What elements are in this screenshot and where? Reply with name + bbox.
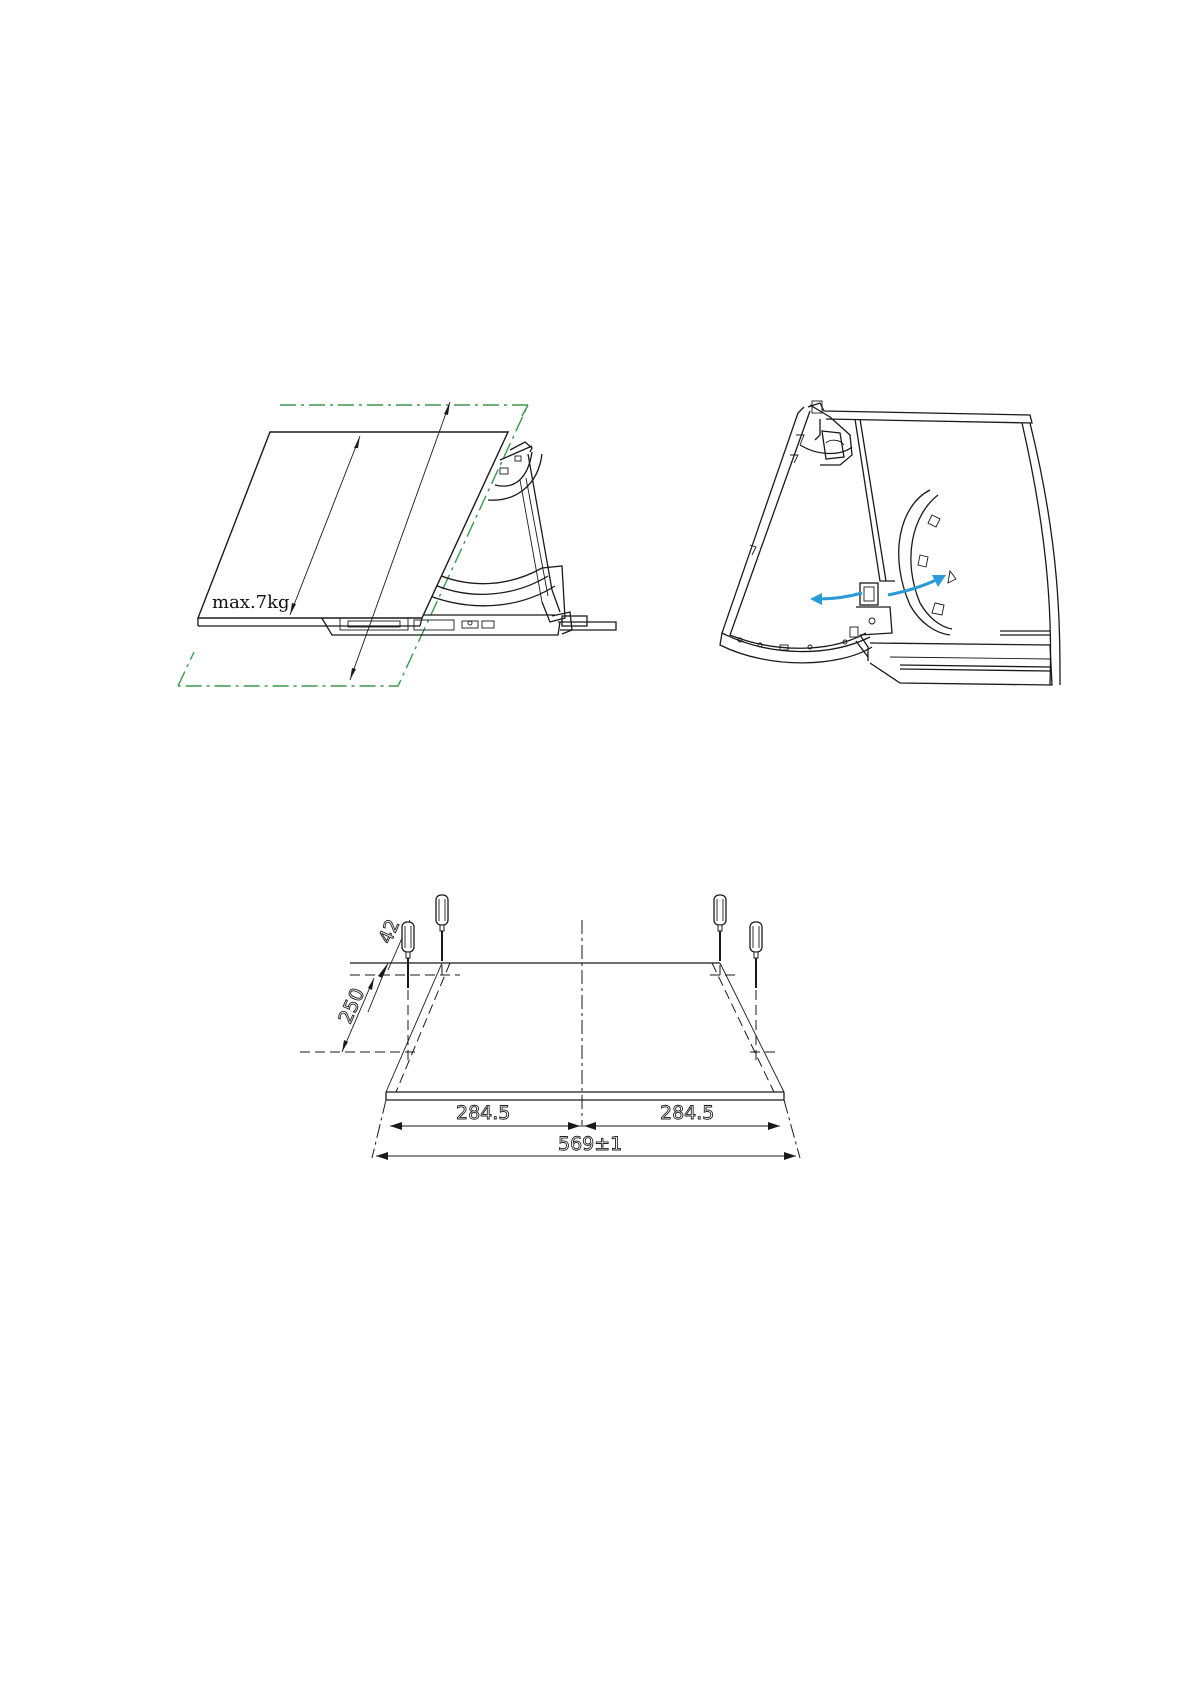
dim-half-right-label: 284.5: [660, 1102, 714, 1124]
door-weight-figure: max.7kg: [170, 390, 640, 710]
hood-side-frame: [808, 401, 1060, 685]
mounting-dimensions-figure: 42 250 284.5 284.5 569±1: [310, 900, 910, 1270]
screwdriver-icon: [436, 895, 448, 961]
mount-panel-outline: [350, 963, 784, 1100]
max-weight-label: max.7kg: [212, 592, 290, 613]
hinge-bottom-detail: [850, 583, 1052, 685]
screwdriver-icon: [402, 922, 414, 988]
dim-total-label: 569±1: [558, 1133, 622, 1155]
hinge-detail-figure: [760, 395, 1060, 740]
screwdriver-icon: [750, 922, 762, 988]
dim-250-label: 250: [334, 985, 369, 1027]
dim-half-left-label: 284.5: [456, 1102, 510, 1124]
screw-axis-lines: [300, 920, 775, 1060]
screwdriver-icon: [714, 895, 726, 961]
hinge-arm: [720, 405, 872, 663]
